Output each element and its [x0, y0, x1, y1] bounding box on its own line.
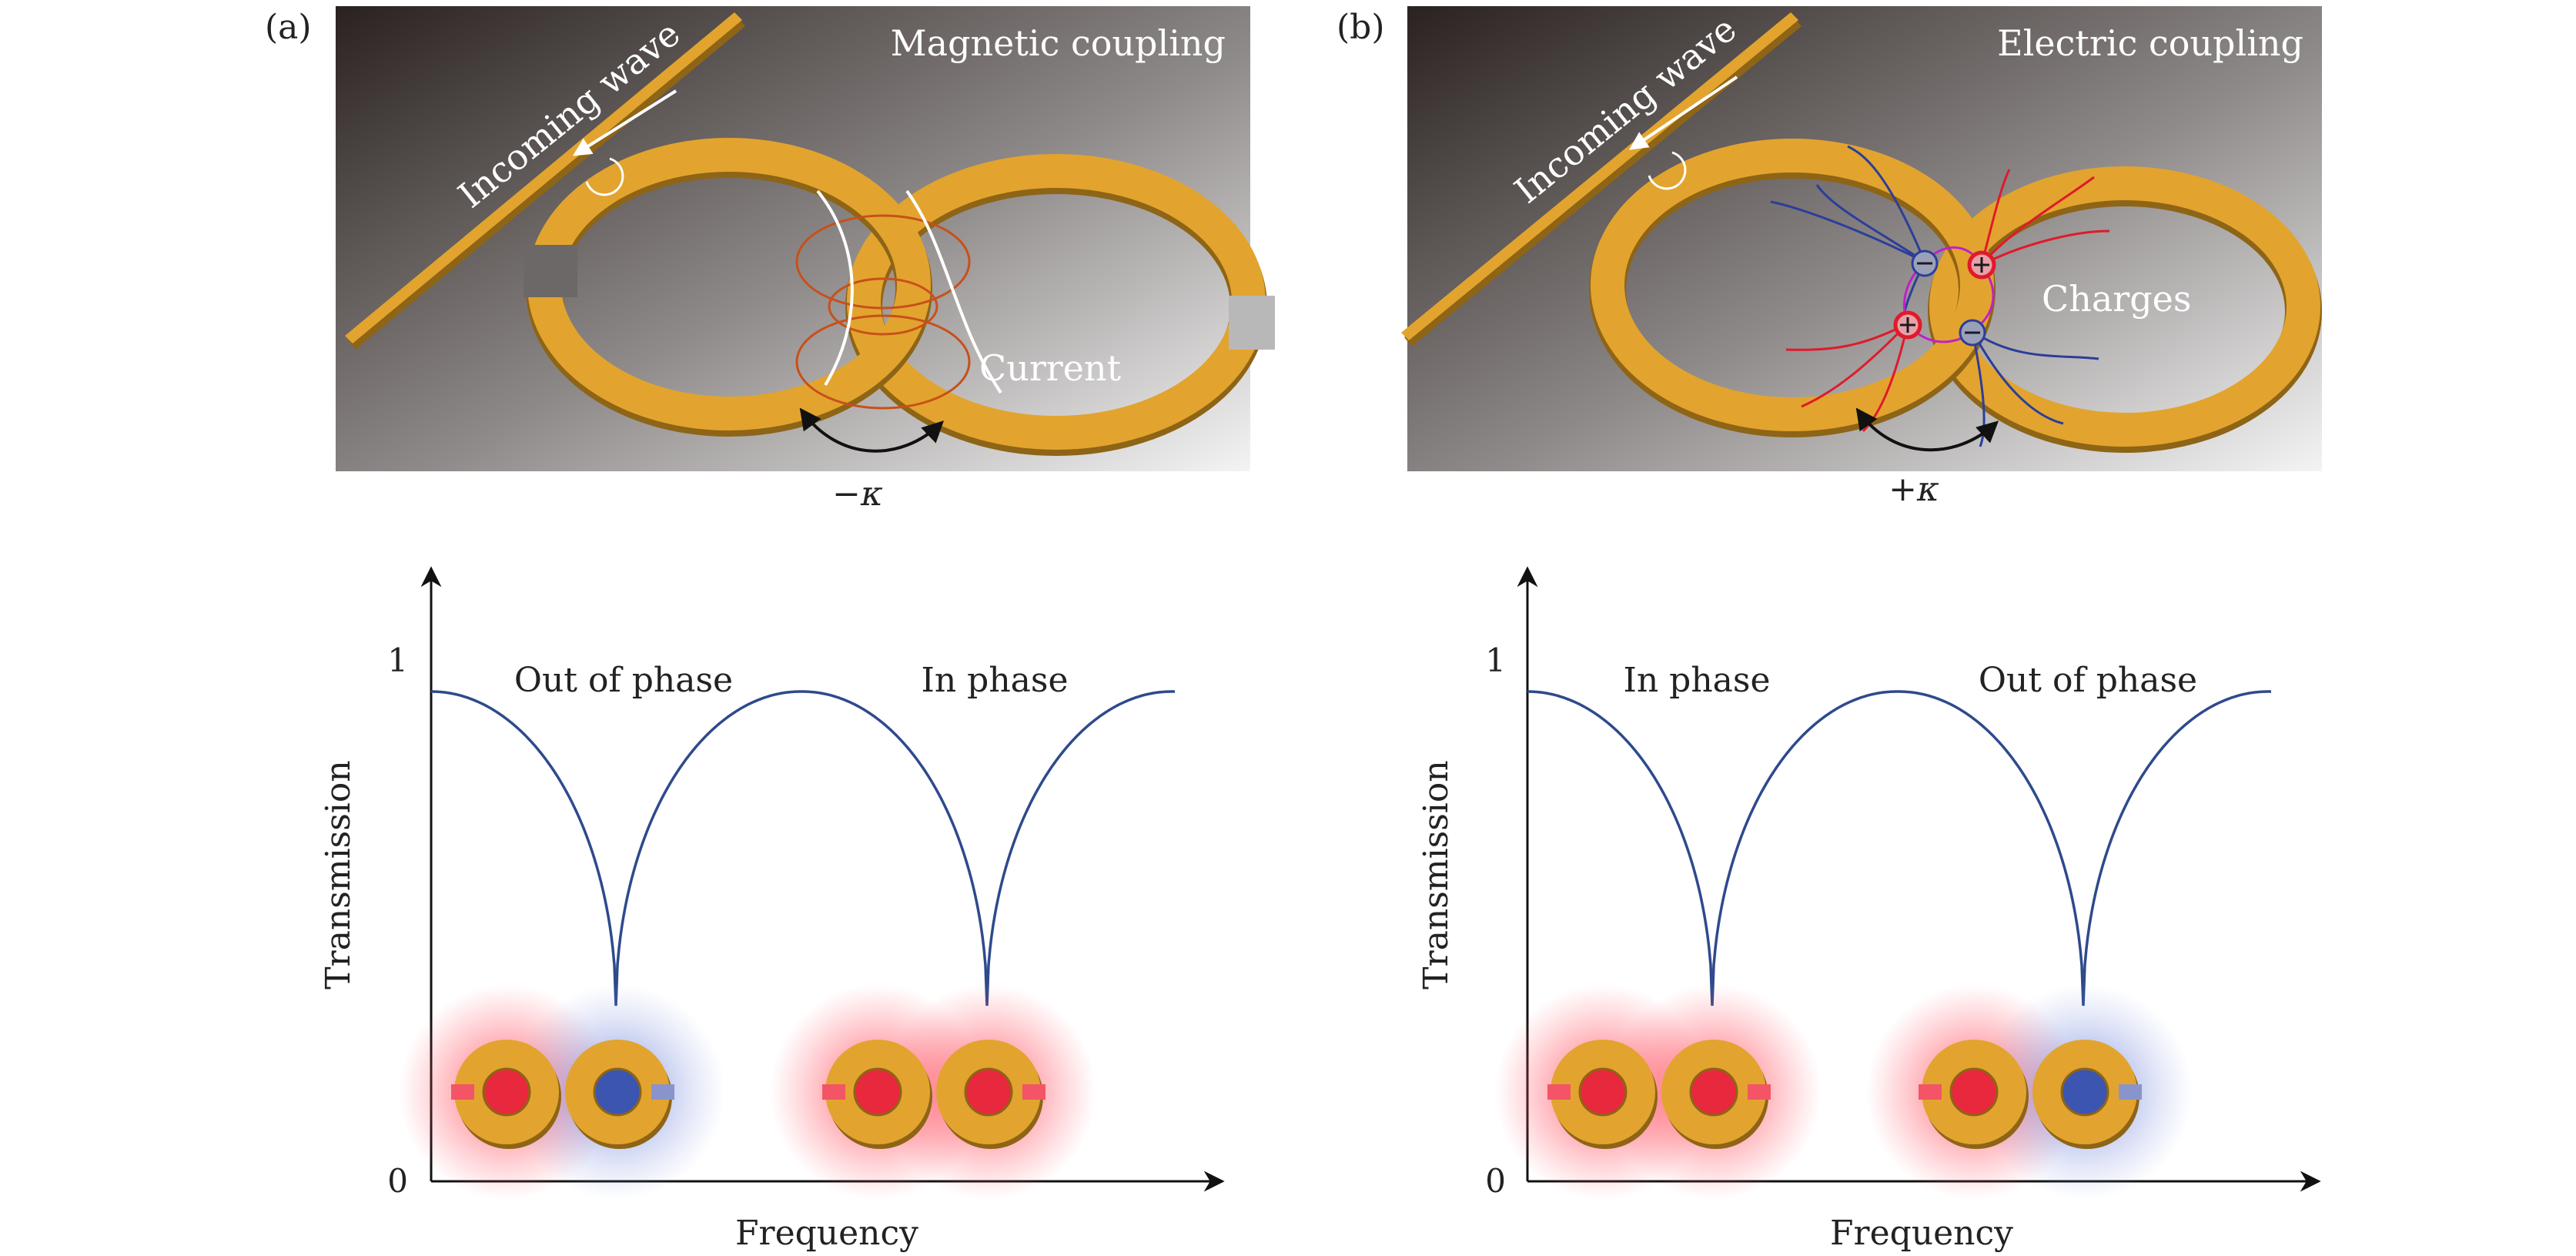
coupling-arrow: [1855, 407, 1999, 452]
kappa-label: −κ: [832, 474, 883, 514]
resonator-pair-2: [1866, 984, 2193, 1200]
dip-right-label: Out of phase: [1979, 661, 2197, 700]
incoming-wave-arrow: [1629, 75, 1738, 150]
ring-left: [1589, 139, 1996, 437]
kappa-label: +κ: [1889, 470, 1939, 509]
panel-a: (a): [265, 6, 1275, 1253]
y-tick-0: 0: [387, 1162, 408, 1200]
panel-tag: (b): [1337, 8, 1385, 47]
split-ring-icon: [822, 1040, 932, 1149]
current-lines: [816, 189, 1002, 394]
panel-b: (b): [1337, 6, 2322, 1253]
dip-left-label: Out of phase: [514, 661, 733, 700]
split-ring-icon: [451, 1040, 561, 1149]
resonator-pair-2: [770, 984, 1096, 1200]
x-axis-label: Frequency: [735, 1214, 918, 1253]
charges-label: Charges: [2042, 278, 2192, 320]
resonator-pair-1: [1495, 984, 1822, 1200]
rotation-arrow: [585, 157, 624, 196]
charges: [1893, 250, 1996, 347]
y-tick-0: 0: [1485, 1162, 1506, 1200]
split-ring-icon: [1547, 1040, 1658, 1149]
waveguide: [345, 12, 745, 350]
split-ring-icon: [1661, 1040, 1771, 1149]
current-label: Current: [979, 347, 1122, 389]
incoming-wave-arrow: [572, 89, 677, 156]
y-axis-label: Transmission: [319, 760, 358, 989]
coupling-arrow: [799, 407, 945, 453]
y-tick-1: 1: [1485, 641, 1506, 679]
transmission-curve: [431, 690, 1175, 1006]
rotation-arrow: [1648, 151, 1687, 190]
dip-left-label: In phase: [1623, 661, 1770, 700]
coupling-title: Electric coupling: [1997, 22, 2303, 64]
panel-tag: (a): [265, 8, 312, 47]
illustration-magnetic: Incoming wave Magnetic coupling Current: [336, 6, 1275, 471]
split-ring-icon: [2032, 1040, 2142, 1149]
y-axis-label: Transmission: [1417, 760, 1456, 989]
x-axis-label: Frequency: [1830, 1214, 2013, 1253]
ring-right: [1928, 166, 2322, 453]
transmission-plot-a: 1 0 Transmission Frequency Out of phase …: [319, 566, 1225, 1253]
y-tick-1: 1: [387, 641, 408, 679]
resonator-pair-1: [399, 984, 725, 1200]
illustration-electric: Incoming wave Electric coupling Charges: [1401, 6, 2322, 471]
transmission-curve: [1527, 690, 2271, 1006]
split-ring-icon: [565, 1040, 674, 1149]
transmission-plot-b: 1 0 Transmission Frequency In phase Out …: [1417, 566, 2321, 1253]
dip-right-label: In phase: [921, 661, 1068, 700]
split-ring-icon: [1919, 1040, 2029, 1149]
coupling-title: Magnetic coupling: [891, 22, 1226, 64]
split-ring-icon: [936, 1040, 1045, 1149]
